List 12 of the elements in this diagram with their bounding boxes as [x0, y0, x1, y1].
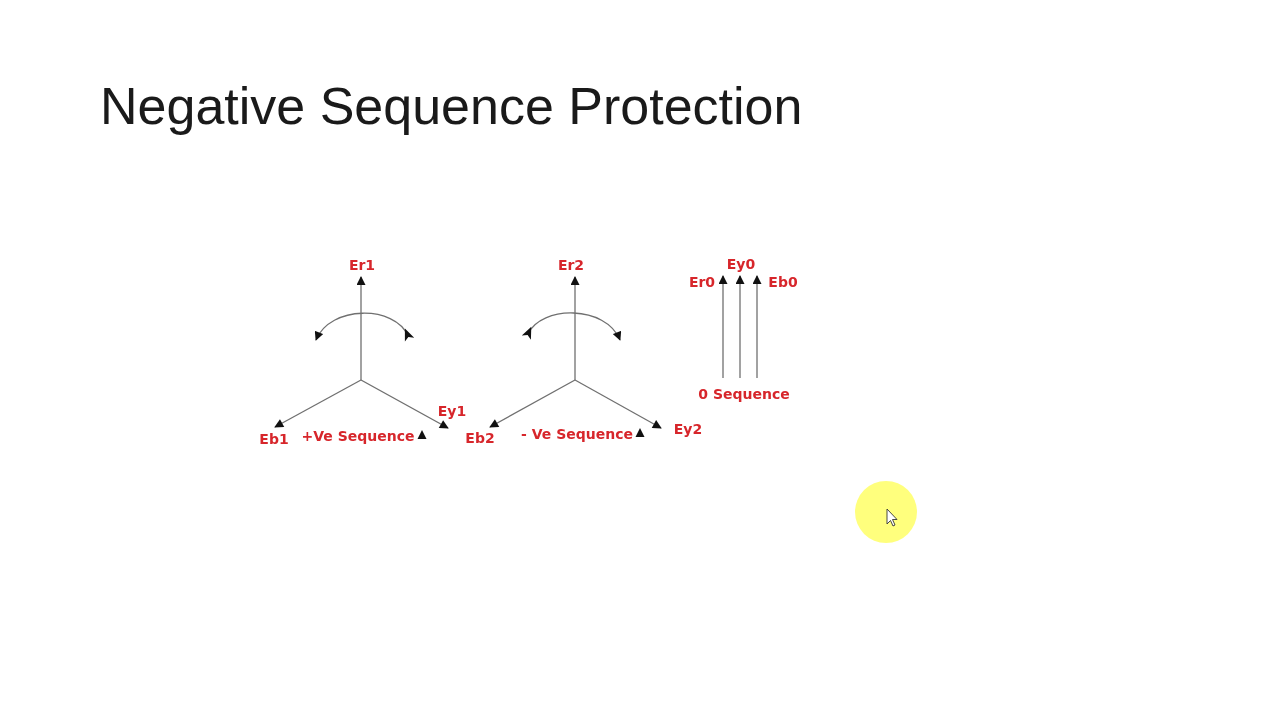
- phasor-label: Ey0: [726, 257, 756, 271]
- phasor-label: Ey1: [437, 404, 467, 418]
- phasor-label: Er2: [557, 258, 585, 272]
- sequence-caption: +Ve Sequence: [301, 429, 415, 443]
- phasor-label: Eb0: [768, 275, 798, 289]
- sequence-caption: 0 Sequence: [698, 387, 790, 401]
- phasor-label: Er1: [348, 258, 376, 272]
- phasor-label: Eb2: [465, 431, 495, 445]
- phasor-label: Eb1: [259, 432, 289, 446]
- sequence-caption: - Ve Sequence: [521, 427, 633, 441]
- phasor-label: Ey2: [673, 422, 703, 436]
- phasor-label: Er0: [688, 275, 716, 289]
